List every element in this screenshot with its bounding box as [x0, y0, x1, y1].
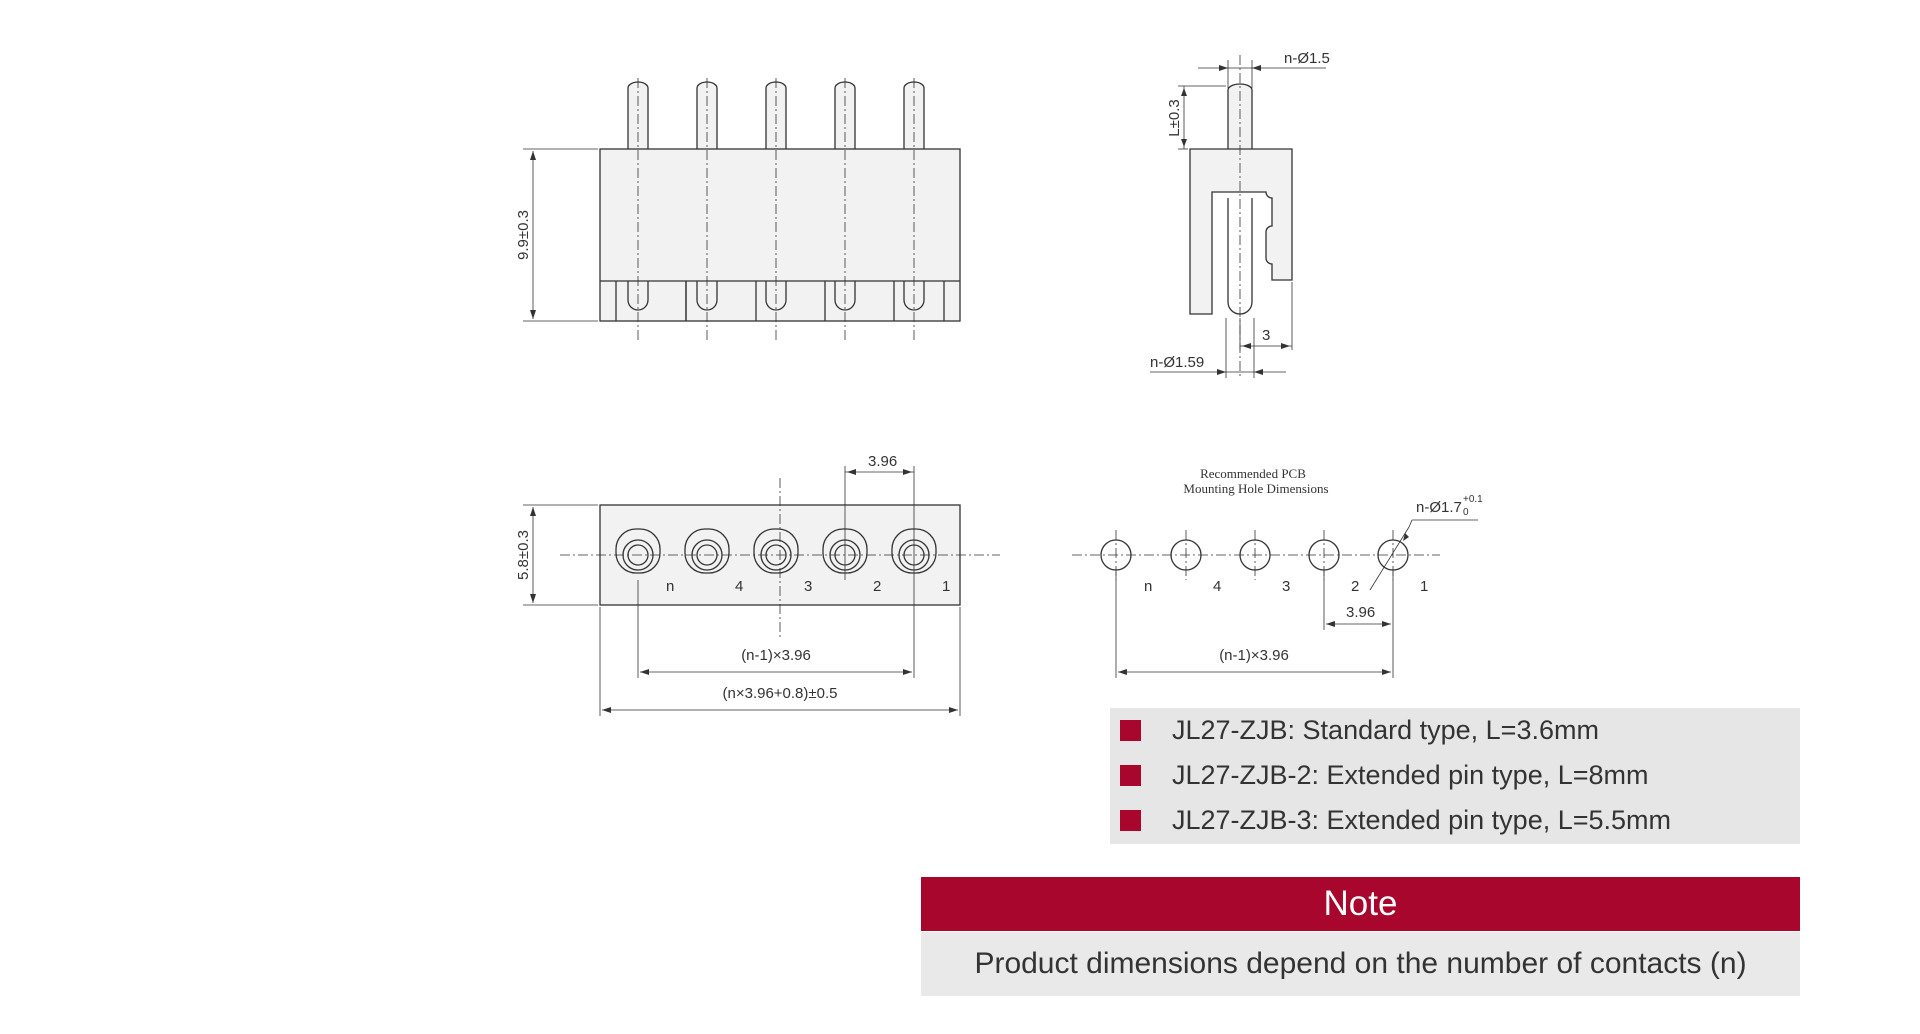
bottom-pin-label-4: 4: [735, 578, 743, 595]
dimension-labels: 9.9±0.3 n-Ø1.5 L±0.3 3 n-Ø1.59 3.96 5.8±…: [515, 50, 1483, 702]
side-spacing-label: 3: [1262, 327, 1270, 344]
legend-item: JL27-ZJB-3: Extended pin type, L=5.5mm: [1110, 798, 1800, 843]
bottom-view: [523, 466, 1000, 716]
side-hole-dia-label: n-Ø1.59: [1150, 354, 1204, 371]
pcb-hole-dia-label: n-Ø1.7: [1416, 499, 1462, 516]
pcb-title-line1: Recommended PCB: [1200, 466, 1306, 481]
bottom-pin-label-n: n: [666, 578, 674, 595]
pcb-pin-label-4: 4: [1213, 578, 1221, 595]
pcb-title-line2: Mounting Hole Dimensions: [1183, 481, 1328, 496]
bottom-span-label: (n-1)×3.96: [741, 647, 811, 664]
bottom-pin-label-2: 2: [873, 578, 881, 595]
pcb-pin-label-n: n: [1144, 578, 1152, 595]
note-title: Note: [921, 877, 1800, 931]
bullet-square-icon: [1120, 720, 1141, 741]
front-height-label: 9.9±0.3: [515, 210, 532, 260]
connector-body: [599, 148, 961, 322]
pcb-pin-label-3: 3: [1282, 578, 1290, 595]
legend-box: JL27-ZJB: Standard type, L=3.6mm JL27-ZJ…: [1110, 708, 1800, 844]
legend-item: JL27-ZJB-2: Extended pin type, L=8mm: [1110, 753, 1800, 798]
bullet-square-icon: [1120, 765, 1141, 786]
side-pin-length-label: L±0.3: [1166, 99, 1183, 136]
side-pin-dia-label: n-Ø1.5: [1284, 50, 1330, 67]
pcb-pin-label-2: 2: [1351, 578, 1359, 595]
technical-drawing: 9.9±0.3 n-Ø1.5 L±0.3 3 n-Ø1.59 3.96 5.8±…: [515, 50, 1483, 716]
side-view: [1150, 55, 1326, 378]
bottom-pin-label-1: 1: [942, 578, 950, 595]
legend-item-label: JL27-ZJB-3: Extended pin type, L=5.5mm: [1172, 805, 1672, 835]
legend-item-label: JL27-ZJB-2: Extended pin type, L=8mm: [1172, 760, 1649, 790]
pcb-span-label: (n-1)×3.96: [1219, 647, 1289, 664]
legend-item: JL27-ZJB: Standard type, L=3.6mm: [1110, 708, 1800, 753]
note-text: Product dimensions depend on the number …: [921, 932, 1800, 996]
bottom-total-label: (n×3.96+0.8)±0.5: [723, 685, 838, 702]
pcb-pitch-label: 3.96: [1346, 604, 1375, 621]
pcb-hole-tol-upper: +0.1: [1463, 494, 1483, 505]
pcb-view: [1072, 519, 1478, 678]
pcb-pin-label-1: 1: [1420, 578, 1428, 595]
bottom-height-label: 5.8±0.3: [515, 530, 532, 580]
bottom-pin-label-3: 3: [804, 578, 812, 595]
bottom-pitch-label: 3.96: [868, 453, 897, 470]
pcb-hole-tol-lower: 0: [1463, 507, 1469, 518]
bullet-square-icon: [1120, 810, 1141, 831]
legend-item-label: JL27-ZJB: Standard type, L=3.6mm: [1172, 715, 1599, 745]
front-view: [523, 78, 961, 342]
